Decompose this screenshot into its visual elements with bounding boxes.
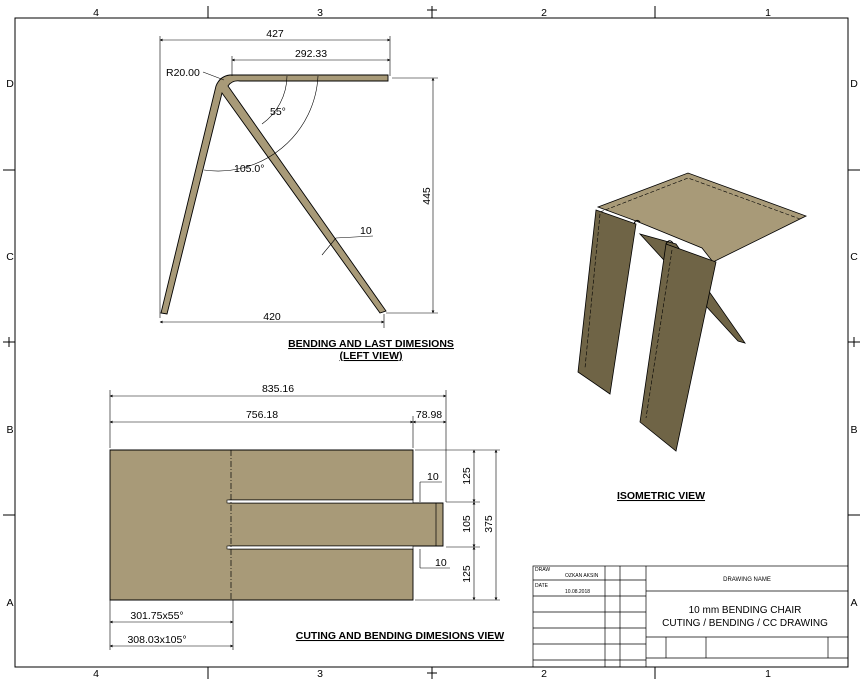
iso-right-leg — [639, 243, 717, 452]
dim-78: 78.98 — [416, 409, 442, 421]
zone-left-B: B — [6, 424, 13, 436]
dim-slot-top: 10 — [427, 471, 439, 483]
dim-r20: R20.00 — [166, 67, 200, 79]
zone-right-D: D — [850, 78, 858, 90]
tb-date-value: 10.08.2018 — [565, 589, 590, 595]
left-view-subtitle: (LEFT VIEW) — [340, 350, 403, 362]
zone-bottom-4: 4 — [93, 668, 99, 680]
dim-292: 292.33 — [295, 48, 327, 60]
tb-drawing-title-1: 10 mm BENDING CHAIR — [689, 605, 802, 616]
zone-left-C: C — [6, 251, 14, 263]
flat-blank — [109, 449, 444, 601]
tb-drawing-name-label: DRAWING NAME — [723, 577, 771, 583]
dim-105: 105.0° — [234, 163, 264, 175]
sheet-frame — [3, 6, 860, 679]
chair-profile — [160, 74, 389, 315]
dim-445: 445 — [421, 187, 433, 205]
dim-strip-top: 125 — [461, 467, 473, 485]
cutting-view: 835.16 756.18 78.98 10 10 125 105 125 37… — [109, 383, 505, 650]
left-view: 427 292.33 R20.00 55° 105.0° 10 445 420 … — [159, 28, 454, 362]
zone-right-A: A — [850, 597, 857, 609]
dim-835: 835.16 — [262, 383, 294, 395]
iso-left-leg — [577, 209, 637, 395]
zone-bottom-1: 1 — [765, 668, 771, 680]
zone-right-B: B — [850, 424, 857, 436]
dim-55: 55° — [270, 106, 286, 118]
zone-top-1: 1 — [765, 7, 771, 19]
isometric-view: ISOMETRIC VIEW — [577, 172, 808, 502]
dim-bend-1: 301.75x55° — [130, 610, 183, 622]
zone-bottom-3: 3 — [317, 668, 323, 680]
dim-10: 10 — [360, 225, 372, 237]
tb-drawing-title-2: CUTING / BENDING / CC DRAWING — [662, 618, 828, 629]
title-block — [532, 565, 849, 668]
cut-view-title: CUTING AND BENDING DIMESIONS VIEW — [296, 630, 505, 642]
tb-draw-name: OZKAN AKSIN — [565, 573, 599, 579]
zone-top-4: 4 — [93, 7, 99, 19]
dim-strip-bottom: 125 — [461, 565, 473, 583]
zone-left-D: D — [6, 78, 14, 90]
zone-labels: 4 3 2 1 4 3 2 1 D C B A D C B A — [6, 7, 858, 680]
tb-date-label: DATE — [535, 583, 549, 589]
zone-top-3: 3 — [317, 7, 323, 19]
dim-420: 420 — [263, 311, 281, 323]
dim-375: 375 — [483, 515, 495, 533]
dim-strip-mid: 105 — [461, 515, 473, 533]
zone-left-A: A — [6, 597, 13, 609]
dim-756: 756.18 — [246, 409, 278, 421]
dim-427: 427 — [266, 28, 284, 40]
dim-slot-bottom: 10 — [435, 557, 447, 569]
zone-right-C: C — [850, 251, 858, 263]
left-view-title: BENDING AND LAST DIMESIONS — [288, 338, 454, 350]
tb-draw-label: DRAW — [535, 567, 550, 573]
dim-bend-2: 308.03x105° — [127, 634, 186, 646]
iso-view-title: ISOMETRIC VIEW — [617, 490, 705, 502]
zone-bottom-2: 2 — [541, 668, 547, 680]
zone-top-2: 2 — [541, 7, 547, 19]
